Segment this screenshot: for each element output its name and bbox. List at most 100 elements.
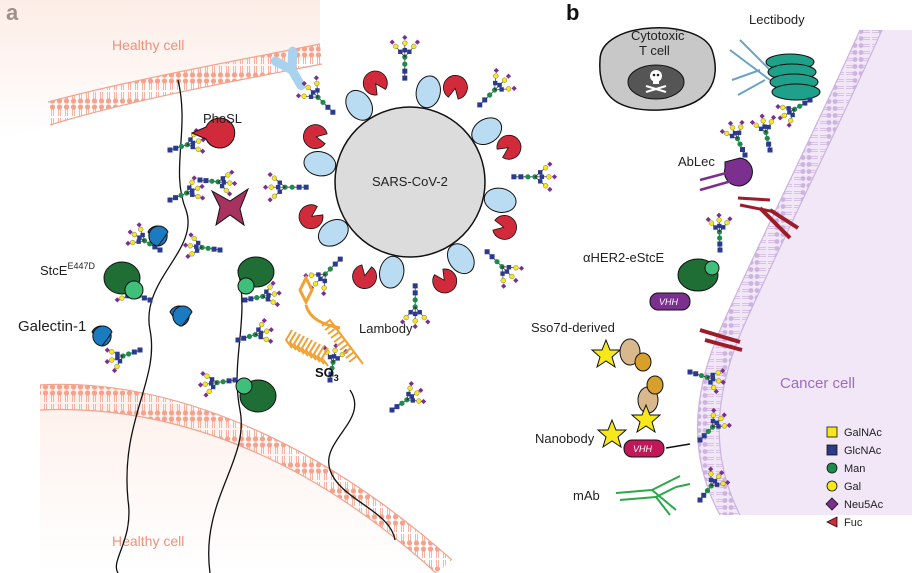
phosl-label: PhoSL <box>203 111 242 126</box>
legend-square-icon <box>826 426 838 438</box>
glycan <box>749 113 777 153</box>
lectibody-label: Lectibody <box>749 12 805 27</box>
cancer-cell-label: Cancer cell <box>780 375 855 392</box>
nanobody-label: Nanobody <box>535 431 595 446</box>
galectin-dimer-icon <box>91 225 193 347</box>
glycan <box>295 75 336 115</box>
spike-protein-icon <box>298 204 349 247</box>
spike-protein-icon <box>432 243 475 294</box>
sars-label: SARS-CoV-2 <box>372 174 448 189</box>
purple-lectin-icon <box>210 187 250 227</box>
panel-b-label: b <box>566 0 579 25</box>
glycan <box>477 67 517 108</box>
mab-label: mAb <box>573 488 600 503</box>
lectin-pacman-icon <box>362 70 388 96</box>
spike-protein-icon <box>345 70 388 121</box>
sso7d-label: Sso7d-derived <box>531 320 615 335</box>
legend-circle-icon <box>826 480 838 492</box>
glycan <box>775 97 813 128</box>
glycan <box>125 222 163 253</box>
glycan-chains-panel-b <box>687 97 813 503</box>
legend-label: Man <box>844 463 865 475</box>
tcell-label-line2: T cell <box>639 43 670 58</box>
tcell-label-line1: Cytotoxic <box>631 28 685 43</box>
glycan <box>719 119 748 158</box>
glycan-chains-panel-a <box>104 127 427 413</box>
legend-label: Gal <box>844 481 861 493</box>
lambody-label: Lambody <box>359 321 413 336</box>
glycan <box>697 466 731 503</box>
legend-circle-icon <box>826 462 838 474</box>
glycan <box>511 161 558 193</box>
ablec-icon <box>699 157 800 240</box>
glycan <box>197 371 238 398</box>
aher2-label: αHER2-eStcE <box>583 250 665 265</box>
spike-protein-icon <box>352 255 405 289</box>
phosl-lectin-icon <box>190 117 236 149</box>
legend-label: Neu5Ac <box>844 499 884 511</box>
legend-diamond-icon <box>825 497 839 511</box>
lectin-pacman-icon <box>303 124 328 149</box>
small-y-protein-icon <box>270 46 306 91</box>
healthy-cell-membrane-top <box>0 0 323 140</box>
spike-protein-icon <box>415 75 468 109</box>
legend-item-galnac: GalNAc <box>826 426 882 439</box>
glycan <box>182 232 223 259</box>
stce-label: StcEE447D <box>40 261 95 278</box>
lectin-pacman-icon <box>432 268 458 294</box>
healthy-cell-bottom-label: Healthy cell <box>112 533 184 549</box>
legend-item-fuc: Fuc <box>826 516 863 529</box>
spike-proteins <box>262 34 558 330</box>
legend-label: GalNAc <box>844 427 882 439</box>
mab-icon <box>615 475 691 516</box>
legend-triangle-icon <box>826 516 838 528</box>
legend-label: Fuc <box>844 517 863 529</box>
spike-protein-icon <box>483 187 517 240</box>
lambody-icon <box>284 274 364 367</box>
lectin-pacman-icon <box>352 264 377 289</box>
healthy-cell-top-label: Healthy cell <box>112 37 184 53</box>
nanobody-icon <box>596 418 691 458</box>
legend-item-man: Man <box>826 462 865 475</box>
glycan <box>389 34 421 81</box>
cancer-cell-membrane <box>697 29 912 516</box>
legend-item-neu5ac: Neu5Ac <box>825 497 884 511</box>
lectin-pacman-icon <box>496 134 522 160</box>
glycan <box>697 407 732 443</box>
vhh2-label: VHH <box>633 444 653 454</box>
glycan <box>242 280 282 308</box>
spike-protein-icon <box>471 117 522 160</box>
vhh-label: VHH <box>659 297 679 307</box>
lectin-pacman-icon <box>443 75 468 100</box>
glycan <box>484 249 525 289</box>
spike-protein-icon <box>303 124 337 177</box>
glycan <box>167 127 206 154</box>
healthy-cell-membrane-bottom <box>39 383 453 573</box>
glycan <box>705 212 733 253</box>
so3-label: SO3 <box>315 365 339 383</box>
cytotoxic-t-cell <box>599 27 716 111</box>
ablec-label: AbLec <box>678 154 715 169</box>
glycan <box>197 169 238 197</box>
stce-enzyme-icon <box>103 256 277 413</box>
glycan <box>399 283 431 330</box>
glycan <box>235 317 274 344</box>
sars-cov-2-virion <box>334 106 486 258</box>
glycan <box>104 347 143 374</box>
galectin-label: Galectin-1 <box>18 318 86 335</box>
legend-label: GlcNAc <box>844 445 882 457</box>
glycan <box>262 171 309 203</box>
legend-item-glcnac: GlcNAc <box>826 444 882 457</box>
glycan <box>303 256 343 297</box>
lectin-pacman-icon <box>298 204 324 230</box>
aher2-estce-icon <box>649 258 743 352</box>
sso7d-icon <box>590 338 664 434</box>
glycan <box>687 368 726 395</box>
glycan <box>167 175 206 203</box>
glycan <box>389 381 427 413</box>
mucin-strands <box>115 79 396 573</box>
legend-square-icon <box>826 444 838 456</box>
lectibody-icon <box>729 39 821 101</box>
